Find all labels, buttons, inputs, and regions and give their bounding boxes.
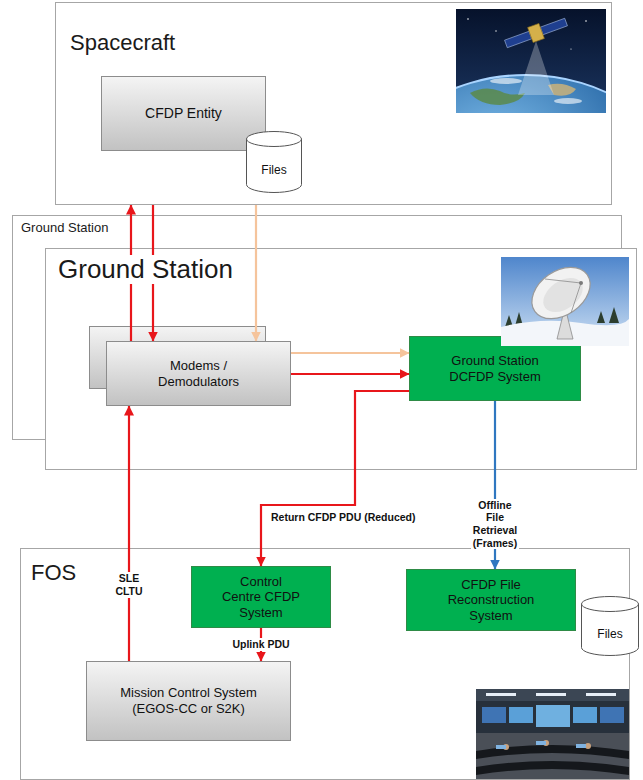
cylinder-top bbox=[247, 132, 302, 147]
edge-label: Uplink PDU bbox=[230, 638, 291, 651]
process-box: Control Centre CFDP System bbox=[191, 566, 331, 628]
file-store: Files bbox=[581, 596, 639, 656]
box-label: Mission Control System (EGOS-CC or S2K) bbox=[99, 685, 279, 716]
region-box: FOS Control Centre CFDP System CFDP File R… bbox=[20, 548, 630, 780]
cylinder-body bbox=[247, 139, 302, 193]
region-heading: FOS bbox=[29, 561, 78, 585]
edge-label-holder: Return CFDP PDU (Reduced) bbox=[269, 511, 417, 524]
process-box: Mission Control System (EGOS-CC or S2K) bbox=[86, 661, 291, 741]
antenna-picture bbox=[501, 257, 629, 346]
box-label: CFDP File Reconstruction System bbox=[435, 577, 547, 624]
process-box: Modems / Demodulators bbox=[106, 341, 291, 406]
process-box: CFDP File Reconstruction System bbox=[406, 569, 576, 631]
region-heading: Ground Station bbox=[19, 221, 110, 235]
box-label: Files bbox=[261, 163, 286, 177]
box-label: Ground Station DCFDP System bbox=[440, 353, 550, 384]
cylinder-outline bbox=[246, 131, 302, 193]
region-heading: Ground Station bbox=[56, 255, 235, 284]
cylinder-outline bbox=[581, 596, 639, 656]
edge-label: Return CFDP PDU (Reduced) bbox=[269, 511, 417, 524]
edge-label: Offline File Retrieval (Frames) bbox=[471, 499, 519, 549]
region-box: SpacecraftCFDP EntityFiles bbox=[55, 2, 612, 205]
edge-label-holder: Uplink PDU bbox=[230, 638, 291, 651]
box-label: Files bbox=[597, 627, 622, 641]
satellite-picture bbox=[456, 9, 606, 113]
process-box: CFDP Entity bbox=[101, 76, 266, 151]
box-label: Modems / Demodulators bbox=[144, 358, 254, 389]
edge-label-holder: Offline File Retrieval (Frames) bbox=[471, 499, 519, 549]
region-box: Ground Station Modems / Demodulators Grou… bbox=[45, 248, 637, 470]
box-label: Control Centre CFDP System bbox=[220, 574, 302, 621]
edge-label-holder: SLE CLTU bbox=[113, 572, 144, 597]
cylinder-top bbox=[582, 597, 639, 612]
region-heading: Spacecraft bbox=[68, 31, 177, 55]
box-label: CFDP Entity bbox=[145, 105, 222, 122]
file-store: Files bbox=[246, 131, 302, 193]
edge-label: SLE CLTU bbox=[113, 572, 144, 597]
control-room-picture bbox=[476, 689, 629, 779]
